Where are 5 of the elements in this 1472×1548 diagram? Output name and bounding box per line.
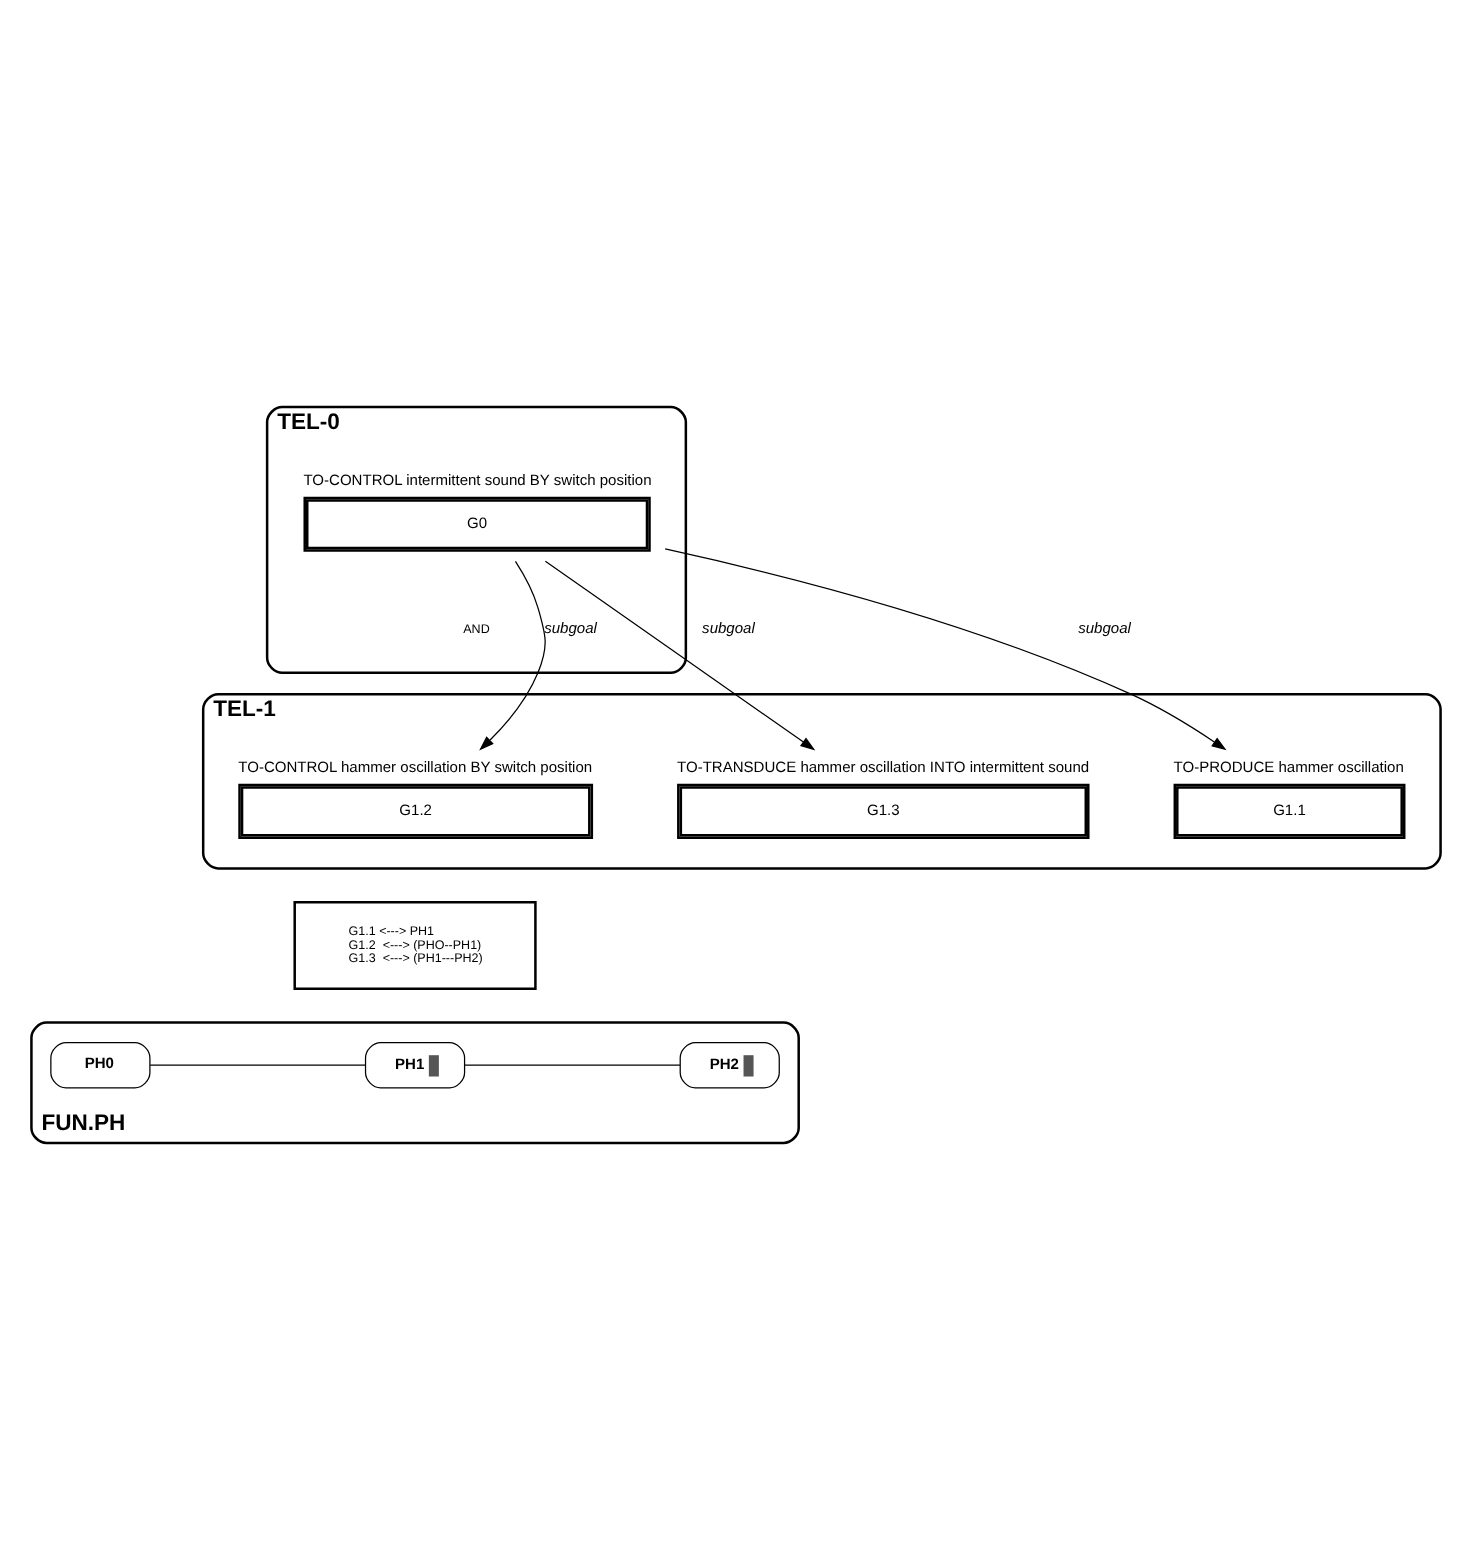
- arrow: [664, 547, 1227, 750]
- connector: [464, 1063, 681, 1065]
- connector: [149, 1063, 366, 1065]
- arrow: [544, 559, 816, 750]
- arrow: [479, 559, 546, 750]
